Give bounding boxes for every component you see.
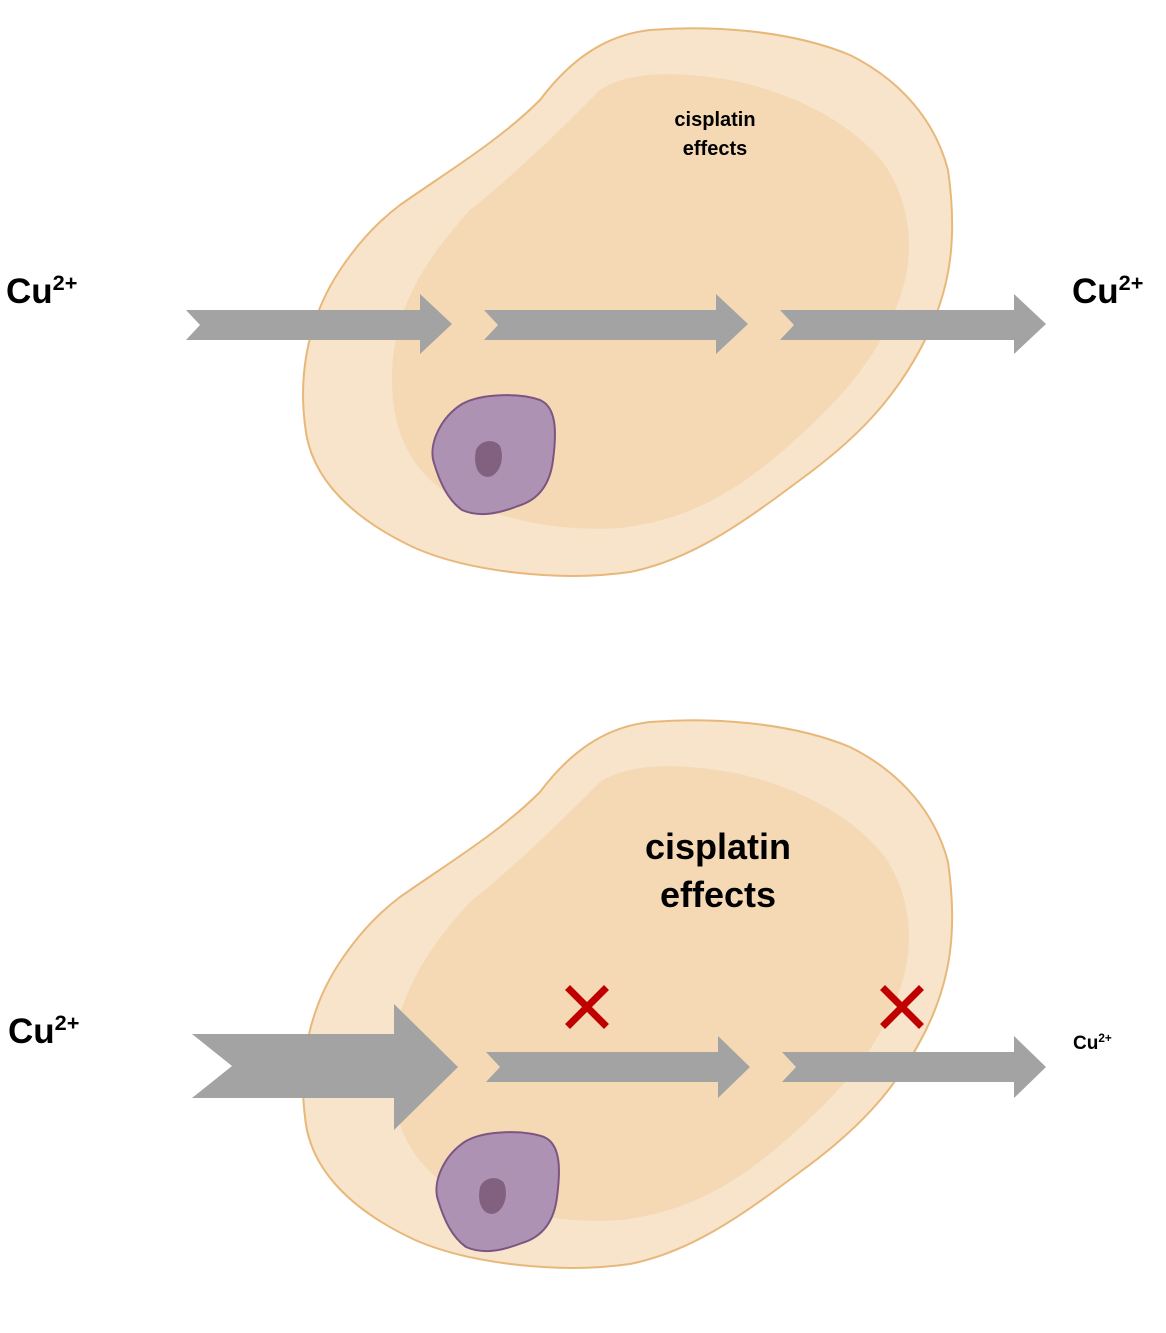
- ion-symbol: Cu: [1072, 272, 1119, 311]
- effects-line-2: effects: [659, 874, 777, 915]
- effects-line-1: cisplatin: [644, 826, 792, 867]
- cisplatin-effects-label: cisplatin effects: [640, 106, 790, 164]
- ion-charge: 2+: [52, 270, 78, 296]
- intracellular-transfer-arrow: [486, 1036, 750, 1098]
- cell-diagram-top: [186, 27, 1046, 577]
- block-mark-efflux-icon: [880, 985, 924, 1029]
- ion-charge: 2+: [1118, 270, 1144, 296]
- nucleolus: [475, 441, 502, 477]
- ion-symbol: Cu: [8, 1012, 55, 1051]
- ion-charge: 2+: [54, 1010, 80, 1036]
- cell-diagram-bottom: [192, 719, 1046, 1269]
- effects-line-2: effects: [682, 138, 748, 160]
- intracellular-transfer-arrow: [484, 294, 748, 354]
- efflux-arrow: [780, 294, 1046, 354]
- influx-arrow: [186, 294, 452, 354]
- nucleolus: [479, 1178, 506, 1214]
- cisplatin-effects-label-enlarged: cisplatin effects: [598, 823, 838, 919]
- copper-ion-label-left: Cu2+: [8, 1012, 79, 1051]
- ion-symbol: Cu: [6, 272, 53, 311]
- panel-blocked-copper-flux: Cu2+ Cu2+ cisplatin effects: [0, 692, 1166, 1332]
- copper-ion-label-right: Cu2+: [1072, 272, 1143, 311]
- cytoplasm: [392, 766, 909, 1221]
- copper-ion-label-left: Cu2+: [6, 272, 77, 311]
- block-mark-transfer-icon: [565, 985, 609, 1029]
- influx-arrow-enlarged: [192, 1004, 458, 1130]
- effects-line-1: cisplatin: [674, 109, 756, 131]
- ion-charge: 2+: [1098, 1032, 1112, 1046]
- ion-symbol: Cu: [1073, 1033, 1099, 1054]
- copper-ion-label-right-small: Cu2+: [1073, 1032, 1112, 1054]
- efflux-arrow: [782, 1036, 1046, 1098]
- panel-normal-copper-flux: Cu2+ Cu2+ cisplatin effects: [0, 0, 1166, 640]
